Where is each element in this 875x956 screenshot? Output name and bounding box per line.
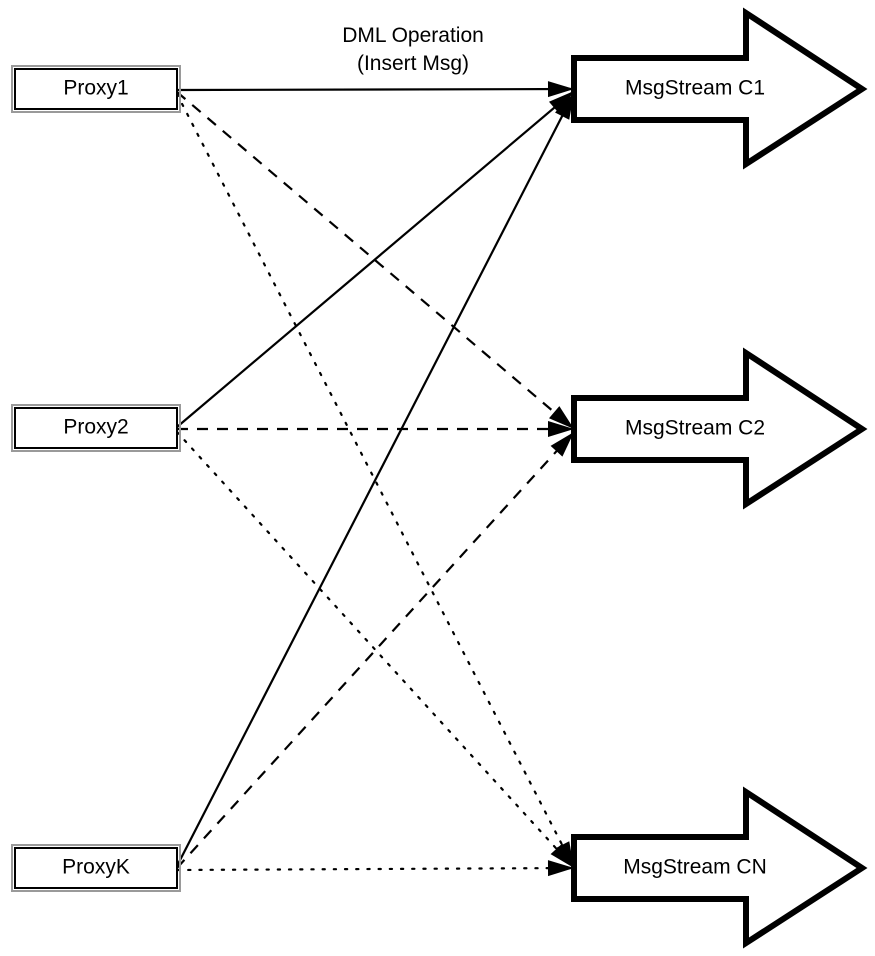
proxy-box — [14, 407, 178, 449]
proxy-node-proxy1[interactable]: Proxy1 — [11, 65, 181, 113]
block-arrow-icon — [571, 786, 868, 949]
arrow-head-proxy2-to-cn — [550, 843, 574, 868]
proxy-label: ProxyK — [62, 856, 130, 879]
edge-proxyk-to-c1 — [176, 92, 575, 867]
stream-node-stream_cn[interactable]: MsgStream CN — [571, 786, 868, 949]
proxy-node-proxyk[interactable]: ProxyK — [11, 844, 181, 892]
arrowheads-layer — [547, 81, 574, 877]
streams-layer: MsgStream C1 MsgStream C2 MsgStream CN — [571, 7, 868, 949]
proxy-box — [14, 847, 178, 889]
edge-proxy2-to-c1 — [176, 90, 575, 428]
arrow-head-proxyk-to-cn — [547, 860, 574, 877]
stream-label: MsgStream CN — [623, 856, 767, 879]
annotation-line-2: (Insert Msg) — [357, 52, 469, 75]
stream-label: MsgStream C2 — [625, 417, 765, 440]
arrow-head-proxy1-to-c1 — [547, 81, 574, 98]
edge-proxy1-to-cn — [175, 92, 576, 870]
arrow-head-proxy1-to-c2 — [549, 406, 574, 429]
stream-node-stream_c1[interactable]: MsgStream C1 — [571, 7, 868, 170]
proxy-label: Proxy2 — [63, 416, 128, 439]
stream-label: MsgStream C1 — [625, 77, 765, 100]
proxy-box-outline — [11, 844, 181, 892]
proxy-label: Proxy1 — [63, 77, 128, 100]
block-arrow-icon — [571, 7, 868, 170]
edges-layer — [175, 87, 576, 872]
arrow-head-proxyk-to-c1 — [555, 93, 574, 120]
stream-node-stream_c2[interactable]: MsgStream C2 — [571, 347, 868, 510]
proxy-node-proxy2[interactable]: Proxy2 — [11, 404, 181, 452]
arrow-head-proxy2-to-c1 — [548, 91, 574, 114]
proxy-box-outline — [11, 65, 181, 113]
arrow-head-proxy2-to-c2 — [548, 421, 574, 437]
block-arrow-icon — [571, 347, 868, 510]
edge-proxy1-to-c1 — [176, 87, 575, 92]
proxy-box-outline — [11, 404, 181, 452]
annotation-line-1: DML Operation — [342, 24, 484, 47]
arrow-head-proxyk-to-c2 — [550, 432, 574, 457]
edge-proxy1-to-c2 — [176, 91, 575, 430]
proxy-box — [14, 68, 178, 110]
edge-annotation: DML Operation (Insert Msg) — [342, 24, 484, 75]
edge-proxyk-to-cn — [175, 866, 576, 872]
edge-proxyk-to-c2 — [176, 431, 575, 869]
